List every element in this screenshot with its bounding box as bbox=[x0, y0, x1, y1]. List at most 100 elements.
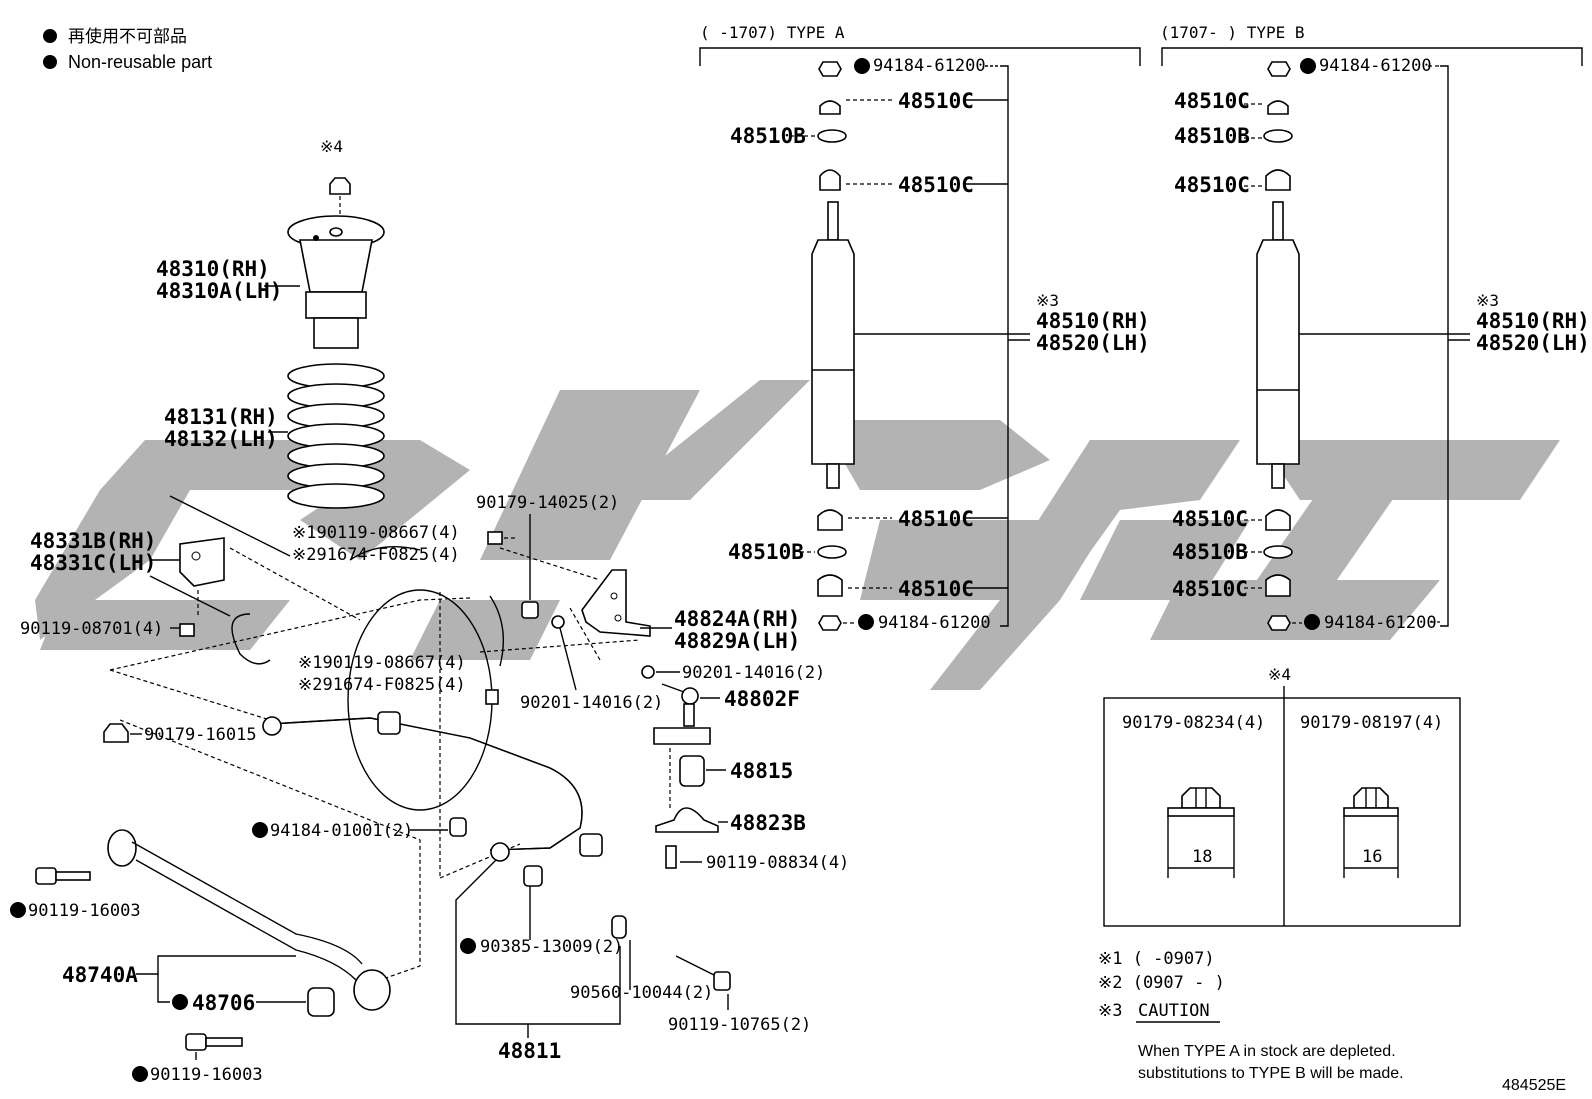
bullet-94184-01001 bbox=[252, 822, 268, 838]
type-b-nut-bottom bbox=[1267, 615, 1291, 631]
type-b-shock-absorber bbox=[1256, 201, 1300, 489]
bolt-90119-08834 bbox=[665, 845, 677, 869]
label-90119-16003-a: 90119-16003 bbox=[28, 901, 141, 921]
pin-90560 bbox=[611, 915, 627, 939]
type-a-bushing-3 bbox=[817, 509, 843, 531]
label-48811: 48811 bbox=[498, 1039, 561, 1063]
label-90119-16003-b: 90119-16003 bbox=[150, 1065, 263, 1085]
label-90179-14025: 90179-14025(2) bbox=[476, 493, 619, 513]
label-48815: 48815 bbox=[730, 759, 793, 783]
label-91674-a: ※291674-F0825(4) bbox=[292, 545, 460, 565]
label-48740a: 48740A bbox=[62, 963, 138, 987]
bushing-48815 bbox=[679, 755, 705, 787]
type-b-label-48510c-1: 48510C bbox=[1174, 89, 1250, 113]
label-91674-b: ※291674-F0825(4) bbox=[298, 675, 466, 695]
nut-box-left-nut-icon bbox=[1167, 787, 1235, 878]
label-48310: 48310(RH) bbox=[156, 257, 270, 281]
nut-box-left-dim: 18 bbox=[1192, 847, 1212, 867]
washer-90201-b bbox=[641, 665, 655, 679]
type-a-nut-top bbox=[818, 61, 842, 77]
nut-box-left-part: 90179-08234(4) bbox=[1122, 713, 1265, 733]
type-b-bushing-2 bbox=[1265, 169, 1291, 191]
label-48823b: 48823B bbox=[730, 811, 806, 835]
type-a-nut-bottom bbox=[818, 615, 842, 631]
type-a-label-48520lh: 48520(LH) bbox=[1036, 331, 1150, 355]
label-90385: 90385-13009(2) bbox=[480, 937, 623, 957]
label-90119-10765: 90119-10765(2) bbox=[668, 1015, 811, 1035]
type-a-shock-absorber bbox=[811, 201, 855, 489]
nut-box-right-dim: 16 bbox=[1362, 847, 1382, 867]
bolt-90119-16003-b bbox=[185, 1033, 243, 1051]
type-b-group: (1707- ) TYPE B 94184-61200 48510C 48510… bbox=[1160, 23, 1590, 633]
type-b-label-94184-top: 94184-61200 bbox=[1319, 56, 1432, 76]
type-a-label-94184-top: 94184-61200 bbox=[873, 56, 986, 76]
bullet-90119-16003-b bbox=[132, 1066, 148, 1082]
label-90119-08667-a: ※190119-08667(4) bbox=[292, 523, 460, 543]
bushing-90385 bbox=[523, 865, 543, 887]
type-a-bushing-2 bbox=[819, 169, 841, 191]
coil-spring bbox=[287, 363, 385, 509]
label-90119-08701: 90119-08701(4) bbox=[20, 619, 163, 639]
stabilizer-link bbox=[653, 683, 711, 745]
nut-detail-box: ※4 90179-08234(4) 90179-08197(4) 18 16 bbox=[1103, 665, 1461, 927]
lateral-control-rod bbox=[107, 829, 391, 1011]
type-b-label-48510c-3: 48510C bbox=[1172, 507, 1248, 531]
bolt-90119-08667-a bbox=[487, 531, 503, 545]
label-90119-08667-b: ※190119-08667(4) bbox=[298, 653, 466, 673]
type-b-label-48510c-4: 48510C bbox=[1172, 577, 1248, 601]
type-a-label-48510c-3: 48510C bbox=[898, 507, 974, 531]
type-a-bushing-1 bbox=[819, 100, 841, 115]
label-48331b: 48331B(RH) bbox=[30, 529, 156, 553]
spring-upper-seat bbox=[287, 215, 385, 349]
label-48802f: 48802F bbox=[724, 687, 800, 711]
footnotes: ※1 ( -0907) ※2 (0907 - ) ※3 CAUTION When… bbox=[1098, 949, 1566, 1094]
note-1: ※1 ( -0907) bbox=[1098, 949, 1215, 969]
bullet-90385 bbox=[460, 938, 476, 954]
bump-stopper bbox=[179, 537, 225, 587]
note-3-title: CAUTION bbox=[1138, 1001, 1210, 1021]
left-assembly: ※4 48310(RH) 48310A(LH) 48131(RH) 48132(… bbox=[10, 137, 849, 1085]
label-90179-16015: 90179-16015 bbox=[144, 725, 257, 745]
bullet-90119-16003-a bbox=[10, 902, 26, 918]
label-90201-a: 90201-14016(2) bbox=[520, 693, 663, 713]
note-2: ※2 (0907 - ) bbox=[1098, 973, 1225, 993]
left-note-4: ※4 bbox=[320, 137, 343, 156]
legend: 再使用不可部品 Non-reusable part bbox=[43, 26, 212, 72]
bracket-48823b bbox=[655, 807, 719, 833]
type-b-note-3: ※3 bbox=[1476, 291, 1499, 310]
label-48824a: 48824A(RH) bbox=[674, 607, 800, 631]
bolt-90119-16003-a bbox=[35, 867, 91, 885]
label-94184-01001: 94184-01001(2) bbox=[270, 821, 413, 841]
type-b-bullet-bottom bbox=[1304, 614, 1320, 630]
label-48829a: 48829A(LH) bbox=[674, 629, 800, 653]
nut-box-note-4: ※4 bbox=[1268, 665, 1291, 684]
legend-en: Non-reusable part bbox=[68, 52, 212, 72]
stabilizer-bracket bbox=[581, 569, 651, 637]
type-a-label-48510rh: 48510(RH) bbox=[1036, 309, 1150, 333]
type-b-header: (1707- ) TYPE B bbox=[1160, 23, 1305, 42]
spring-seat-nut bbox=[329, 177, 351, 195]
type-a-group: ( -1707) TYPE A 94184-61200 48510C 48510… bbox=[699, 23, 1150, 633]
watermark-logo bbox=[35, 380, 1560, 690]
nut-box-right-nut-icon bbox=[1343, 787, 1399, 878]
bolt-90119-08667-b bbox=[485, 689, 499, 705]
legend-bullet-1 bbox=[43, 29, 57, 43]
type-b-label-48510c-2: 48510C bbox=[1174, 173, 1250, 197]
type-a-label-94184-bottom: 94184-61200 bbox=[878, 613, 991, 633]
nut-90179-14025 bbox=[521, 601, 539, 619]
type-a-washer-1 bbox=[817, 129, 847, 143]
bolt-90119-10765 bbox=[675, 955, 731, 991]
type-b-bullet-top bbox=[1300, 58, 1316, 74]
type-b-washer-1 bbox=[1263, 129, 1293, 143]
type-a-bullet-top bbox=[854, 58, 870, 74]
type-a-label-48510c-4: 48510C bbox=[898, 577, 974, 601]
label-48132: 48132(LH) bbox=[164, 427, 278, 451]
bolt-90119-08701 bbox=[179, 623, 195, 637]
type-b-label-94184-bottom: 94184-61200 bbox=[1324, 613, 1437, 633]
label-48706: 48706 bbox=[192, 991, 255, 1015]
type-a-header: ( -1707) TYPE A bbox=[700, 23, 845, 42]
bushing-94184-01001 bbox=[449, 817, 467, 837]
bushing-48706 bbox=[307, 987, 335, 1017]
label-48310a: 48310A(LH) bbox=[156, 279, 282, 303]
